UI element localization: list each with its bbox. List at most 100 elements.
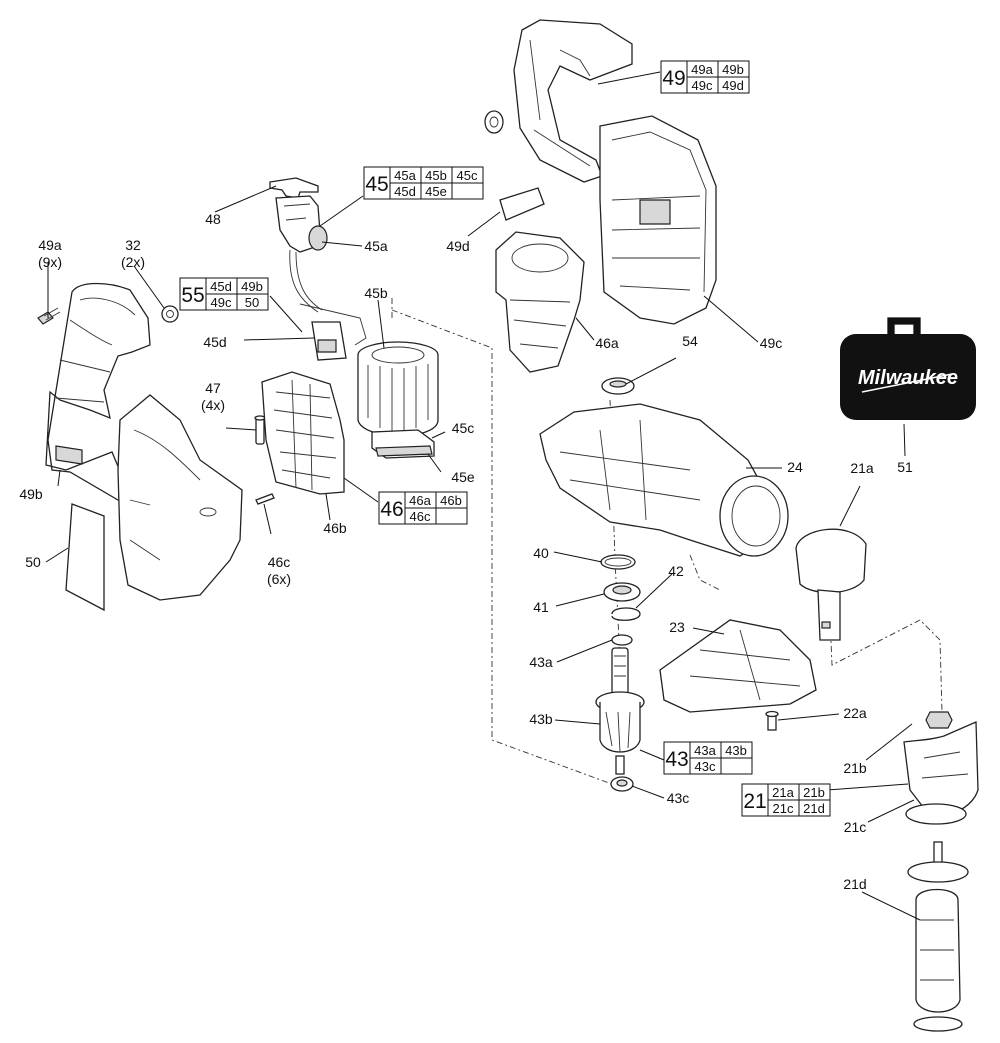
washer-32 <box>161 305 179 323</box>
bearing-54 <box>601 377 635 395</box>
grip-21d <box>907 841 969 1032</box>
kit-45-cell: 45c <box>457 168 478 183</box>
kit-45-cell: 45b <box>425 168 447 183</box>
label-51: 51 <box>897 459 913 475</box>
kit-table-46: 46 46a 46b 46c <box>378 491 468 525</box>
label-47: 47 <box>205 380 221 396</box>
kit-table-21: 21 21a 21b 21c 21d <box>741 783 831 817</box>
kit-45-cell: 45a <box>394 168 416 183</box>
label-46a: 46a <box>595 335 619 351</box>
label-23: 23 <box>669 619 685 635</box>
housing-49c <box>599 115 717 325</box>
cover-49d <box>499 187 545 221</box>
kit-55-cell: 45d <box>210 279 232 294</box>
kit-49-cell: 49d <box>722 78 744 93</box>
kit-43-cell: 43a <box>694 743 716 758</box>
pin-47 <box>254 415 266 445</box>
gearbox-46a <box>495 231 585 373</box>
label-43c: 43c <box>667 790 690 806</box>
kit-43-cell: 43c <box>695 759 716 774</box>
leader-lines <box>45 71 921 921</box>
kit-55-cell: 49b <box>241 279 263 294</box>
o-ring-40 <box>600 554 636 570</box>
retaining-ring-42 <box>611 607 641 621</box>
kit-49-cell: 49b <box>722 62 744 77</box>
mount-46b <box>261 371 345 495</box>
kit-21-cell: 21d <box>803 801 825 816</box>
kit-21-cell: 21a <box>772 785 794 800</box>
kit-55-number: 55 <box>181 284 204 307</box>
label-47-qty: (4x) <box>201 397 225 413</box>
armature-43b <box>595 647 645 775</box>
label-21c: 21c <box>844 819 867 835</box>
case-brand-logo: Milwaukee <box>858 367 958 389</box>
kit-table-49: 49 49a 49b 49c 49d <box>660 60 750 94</box>
label-49a-qty: (9x) <box>38 254 62 270</box>
stator-45b <box>357 341 439 437</box>
bearing-41 <box>603 582 641 602</box>
cover-23 <box>659 619 817 713</box>
label-46b: 46b <box>323 520 347 536</box>
handle-49 <box>513 19 633 183</box>
label-46c: 46c <box>268 554 291 570</box>
screw-46c <box>255 493 275 505</box>
housing-shell-lower <box>117 394 243 601</box>
kit-table-55: 55 45d 49b 49c 50 <box>179 277 269 311</box>
kit-46-number: 46 <box>380 498 403 521</box>
kit-table-45: 45 45a 45b 45c 45d 45e <box>363 166 484 200</box>
label-46c-qty: (6x) <box>267 571 291 587</box>
label-45b: 45b <box>364 285 388 301</box>
label-45c: 45c <box>452 420 475 436</box>
label-49d: 49d <box>446 238 469 254</box>
label-54: 54 <box>682 333 698 349</box>
screw-49a <box>37 307 61 325</box>
band-21a <box>795 528 867 641</box>
kit-43-cell: 43b <box>725 743 747 758</box>
label-45d: 45d <box>203 334 226 350</box>
label-24: 24 <box>787 459 803 475</box>
kit-46-cell: 46b <box>440 493 462 508</box>
kit-45-number: 45 <box>365 173 388 196</box>
switch-45a <box>275 195 328 253</box>
label-22a: 22a <box>843 705 867 721</box>
kit-21-cell: 21b <box>803 785 825 800</box>
ring-43a <box>611 634 633 646</box>
label-21d: 21d <box>843 876 866 892</box>
label-32: 32 <box>125 237 141 253</box>
label-32-qty: (2x) <box>121 254 145 270</box>
kit-46-cell: 46a <box>409 493 431 508</box>
label-45a: 45a <box>364 238 388 254</box>
screw-22a <box>765 710 779 731</box>
kit-45-cell: 45e <box>425 184 447 199</box>
kit-43-number: 43 <box>665 748 688 771</box>
kit-45-cell: 45d <box>394 184 416 199</box>
gearbox-housing-24 <box>539 403 789 557</box>
part-labels: 49a (9x) 32 (2x) 48 45a 45b 45c 45d 45e … <box>19 211 913 892</box>
kit-21-cell: 21c <box>773 801 794 816</box>
kit-21-number: 21 <box>743 790 766 813</box>
label-41: 41 <box>533 599 549 615</box>
switch-clip-48 <box>269 177 319 199</box>
kit-table-43: 43 43a 43b 43c <box>663 741 753 775</box>
label-40: 40 <box>533 545 549 561</box>
label-21b: 21b <box>843 760 867 776</box>
board-45c-45e <box>371 429 435 459</box>
label-49c: 49c <box>760 335 783 351</box>
case-logo-underline <box>861 373 953 393</box>
label-plate-50 <box>65 503 105 612</box>
washer-49 <box>484 110 504 134</box>
carrying-case-51 <box>840 317 976 420</box>
kit-49-number: 49 <box>662 67 685 90</box>
bearing-43c <box>610 776 634 792</box>
kit-46-cell: 46c <box>410 509 431 524</box>
label-48: 48 <box>205 211 221 227</box>
label-21a: 21a <box>850 460 874 476</box>
label-42: 42 <box>668 563 684 579</box>
label-43a: 43a <box>529 654 553 670</box>
wiring-harness-45d <box>289 249 367 361</box>
label-45e: 45e <box>451 469 475 485</box>
kit-49-cell: 49a <box>691 62 713 77</box>
label-49b: 49b <box>19 486 43 502</box>
kit-55-cell: 50 <box>245 295 259 310</box>
